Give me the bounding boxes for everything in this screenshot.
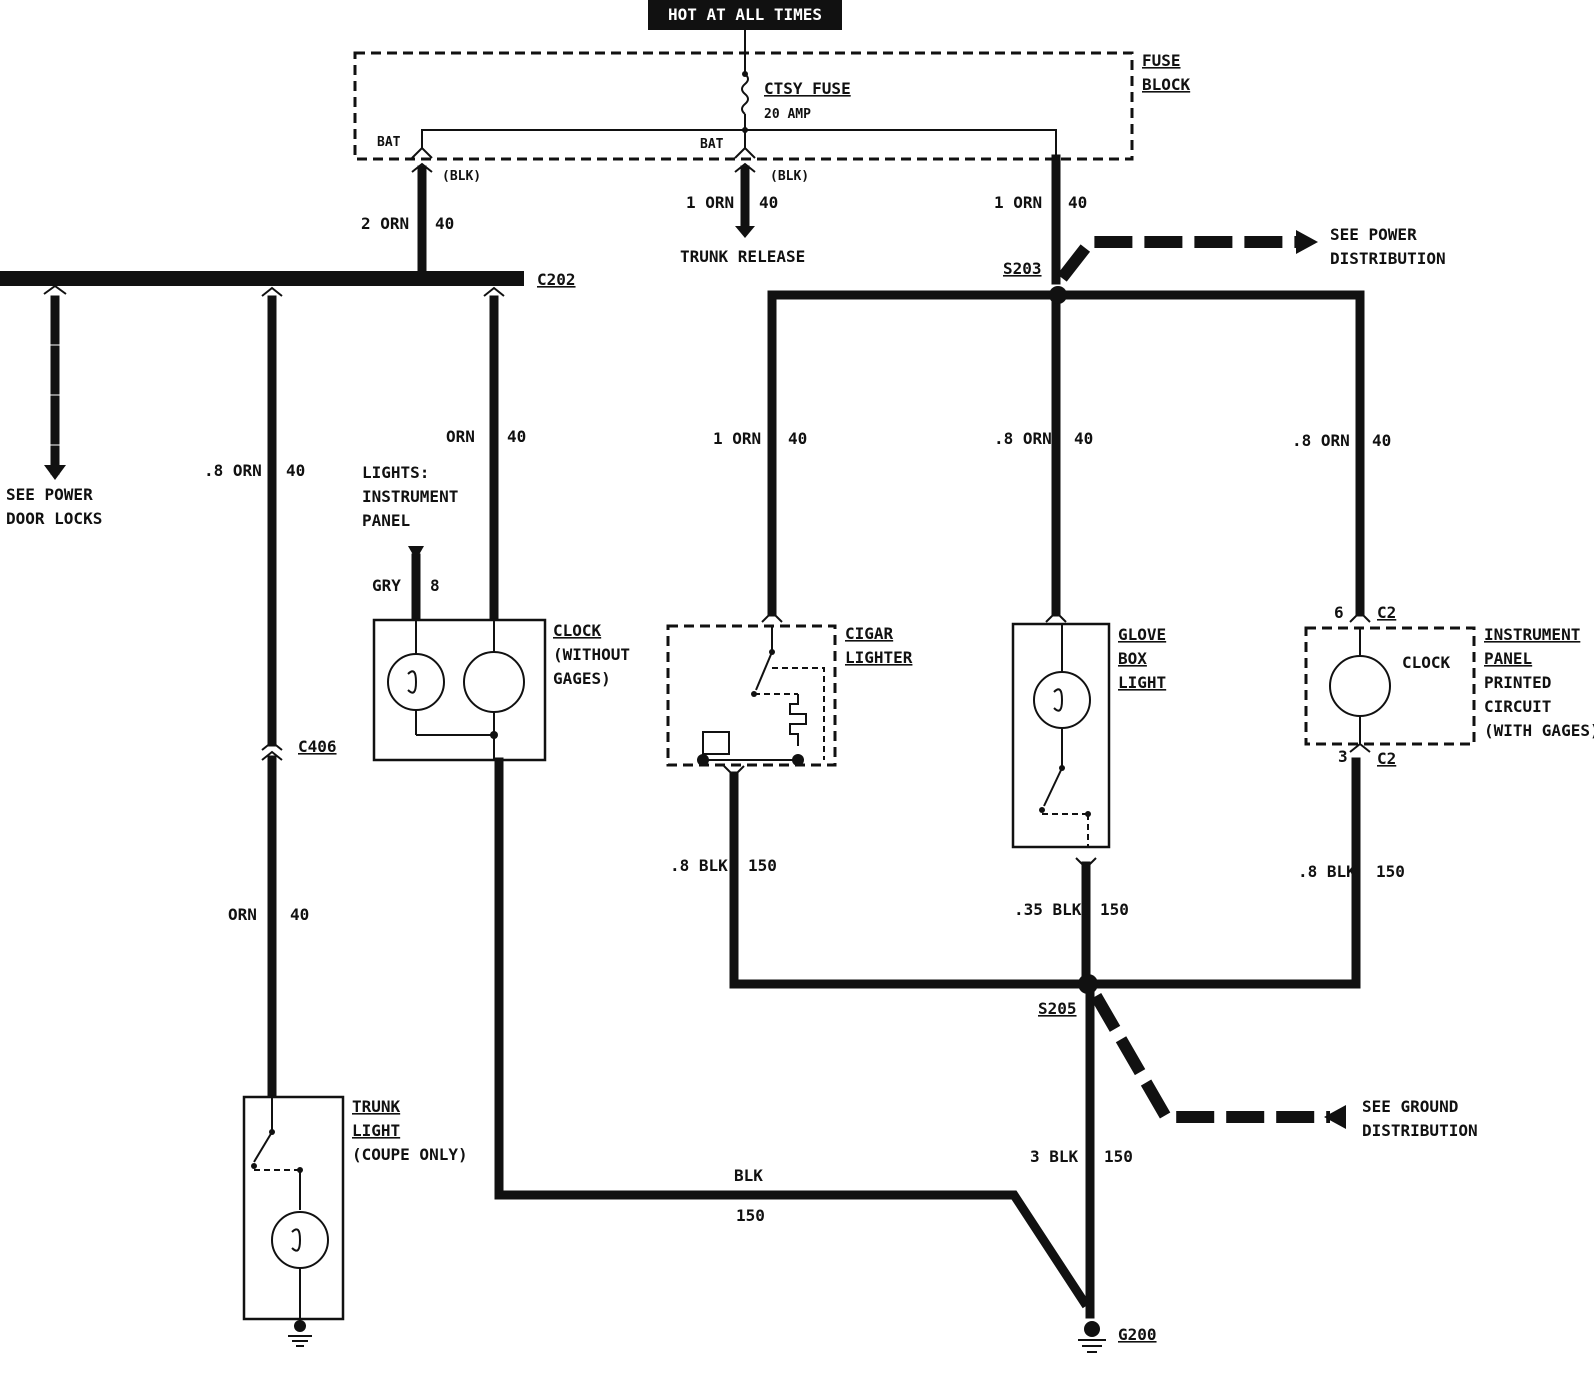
wire-s203-in-num: 40 [1068, 193, 1087, 212]
see-ground-distribution-lead [1090, 992, 1330, 1123]
wire-gry-label: GRY [372, 576, 401, 595]
wire-2orn-label: 2 ORN [361, 214, 409, 233]
see-ground-2: DISTRIBUTION [1362, 1121, 1478, 1140]
c2-top-pin: 6 [1334, 603, 1344, 622]
ip-clock-label: CLOCK [1402, 653, 1451, 672]
hot-label: HOT AT ALL TIMES [668, 5, 822, 24]
wire-trunk-light2-label: ORN [228, 905, 257, 924]
cigar-label-1: CIGAR [845, 624, 894, 643]
wire-cigar-gnd-label: .8 BLK [670, 856, 728, 875]
trunk-release-ref: TRUNK RELEASE [680, 247, 805, 266]
wire-cigar-num: 40 [788, 429, 807, 448]
trunk-light-label-1: TRUNK [352, 1097, 401, 1116]
wire-ip-num: 40 [1372, 431, 1391, 450]
wire-trunk-release-label: 1 ORN [686, 193, 734, 212]
wire-gry-num: 8 [430, 576, 440, 595]
glove-label-3: LIGHT [1118, 673, 1166, 692]
lights-ip-2: INSTRUMENT [362, 487, 458, 506]
wire-clock-gnd-label: BLK [734, 1166, 763, 1185]
wire-2orn-num: 40 [435, 214, 454, 233]
ip-label-4: CIRCUIT [1484, 697, 1551, 716]
see-power-locks-1: SEE POWER [6, 485, 93, 504]
see-power-distribution-lead [1057, 236, 1300, 282]
hot-at-all-times-banner: HOT AT ALL TIMES [648, 0, 842, 30]
c2-top-label: C2 [1377, 603, 1396, 622]
see-power-dist-2: DISTRIBUTION [1330, 249, 1446, 268]
s203-splice [1049, 286, 1067, 304]
wire-clock-ground [494, 757, 1091, 1309]
g200-label: G200 [1118, 1325, 1157, 1344]
glove-label-1: GLOVE [1118, 625, 1166, 644]
c2-bot-label: C2 [1377, 749, 1396, 768]
trunk-release-arrow [735, 226, 755, 238]
blk-left-label: (BLK) [442, 169, 481, 184]
wire-clock-label: ORN [446, 427, 475, 446]
s203-bus [767, 290, 1365, 617]
see-power-locks-2: DOOR LOCKS [6, 509, 102, 528]
trunk-light-label-3: (COUPE ONLY) [352, 1145, 468, 1164]
wire-cigar-gnd-num: 150 [748, 856, 777, 875]
wire-trunk-light-label: .8 ORN [204, 461, 262, 480]
trunk-light-label-2: LIGHT [352, 1121, 400, 1140]
wire-cigar-label: 1 ORN [713, 429, 761, 448]
g200-ground-icon [1078, 1321, 1106, 1353]
lights-ip-3: PANEL [362, 511, 410, 530]
wire-main-gnd-num: 150 [1104, 1147, 1133, 1166]
wire-glove-gnd-label: .35 BLK [1014, 900, 1082, 919]
ip-label-3: PRINTED [1484, 673, 1551, 692]
cigar-lighter-component [666, 624, 837, 767]
c202-connector-bar [0, 271, 524, 286]
clock-nogage-label-1: CLOCK [553, 621, 602, 640]
s205-splice [1078, 974, 1098, 994]
fuse-block: CTSY FUSE 20 AMP FUSE BLOCK BAT BAT (BLK… [353, 30, 1191, 184]
lights-ip-arrow [408, 546, 424, 560]
wire-main-gnd-label: 3 BLK [1030, 1147, 1079, 1166]
wire-trunk-light2-num: 40 [290, 905, 309, 924]
fuse-block-title-2: BLOCK [1142, 75, 1191, 94]
wire-ip-gnd-num: 150 [1376, 862, 1405, 881]
fuse-rating: 20 AMP [764, 107, 811, 122]
clock-without-gages-component [372, 618, 547, 762]
bat-left-label: BAT [377, 135, 401, 150]
wire-trunk-release-num: 40 [759, 193, 778, 212]
s203-label: S203 [1003, 259, 1042, 278]
glove-box-light-component [1011, 622, 1111, 849]
clock-nogage-label-3: GAGES) [553, 669, 611, 688]
c406-label: C406 [298, 737, 337, 756]
fuse-name: CTSY FUSE [764, 79, 851, 98]
wire-glove-gnd-num: 150 [1100, 900, 1129, 919]
wire-glove-label: .8 ORN [994, 429, 1052, 448]
ip-label-2: PANEL [1484, 649, 1532, 668]
see-ground-1: SEE GROUND [1362, 1097, 1458, 1116]
bat-center-label: BAT [700, 137, 724, 152]
fuse-block-title-1: FUSE [1142, 51, 1181, 70]
ip-clock-face-icon [1329, 655, 1391, 717]
wire-trunk-light-num: 40 [286, 461, 305, 480]
fuse-symbol [741, 73, 749, 115]
s205-label: S205 [1038, 999, 1077, 1018]
blk-center-label: (BLK) [770, 169, 809, 184]
trunk-light-component [242, 1095, 345, 1347]
see-power-dist-1: SEE POWER [1330, 225, 1417, 244]
wire-ip-label: .8 ORN [1292, 431, 1350, 450]
wire-clock-gnd-num: 150 [736, 1206, 765, 1225]
glove-label-2: BOX [1118, 649, 1147, 668]
wire-glove-num: 40 [1074, 429, 1093, 448]
instrument-panel-clock-component [1304, 626, 1476, 746]
ip-label-1: INSTRUMENT [1484, 625, 1580, 644]
ip-label-5: (WITH GAGES) [1484, 721, 1594, 740]
s205-bus [729, 757, 1361, 989]
cigar-label-2: LIGHTER [845, 648, 913, 667]
c202-label: C202 [537, 270, 576, 289]
lighter-element-icon [789, 694, 807, 746]
wire-ip-gnd-label: .8 BLK [1298, 862, 1356, 881]
wire-clock-num: 40 [507, 427, 526, 446]
wire-s203-label: 1 ORN [994, 193, 1042, 212]
lights-ip-1: LIGHTS: [362, 463, 429, 482]
c2-bot-pin: 3 [1338, 747, 1348, 766]
clock-nogage-label-2: (WITHOUT [553, 645, 630, 664]
